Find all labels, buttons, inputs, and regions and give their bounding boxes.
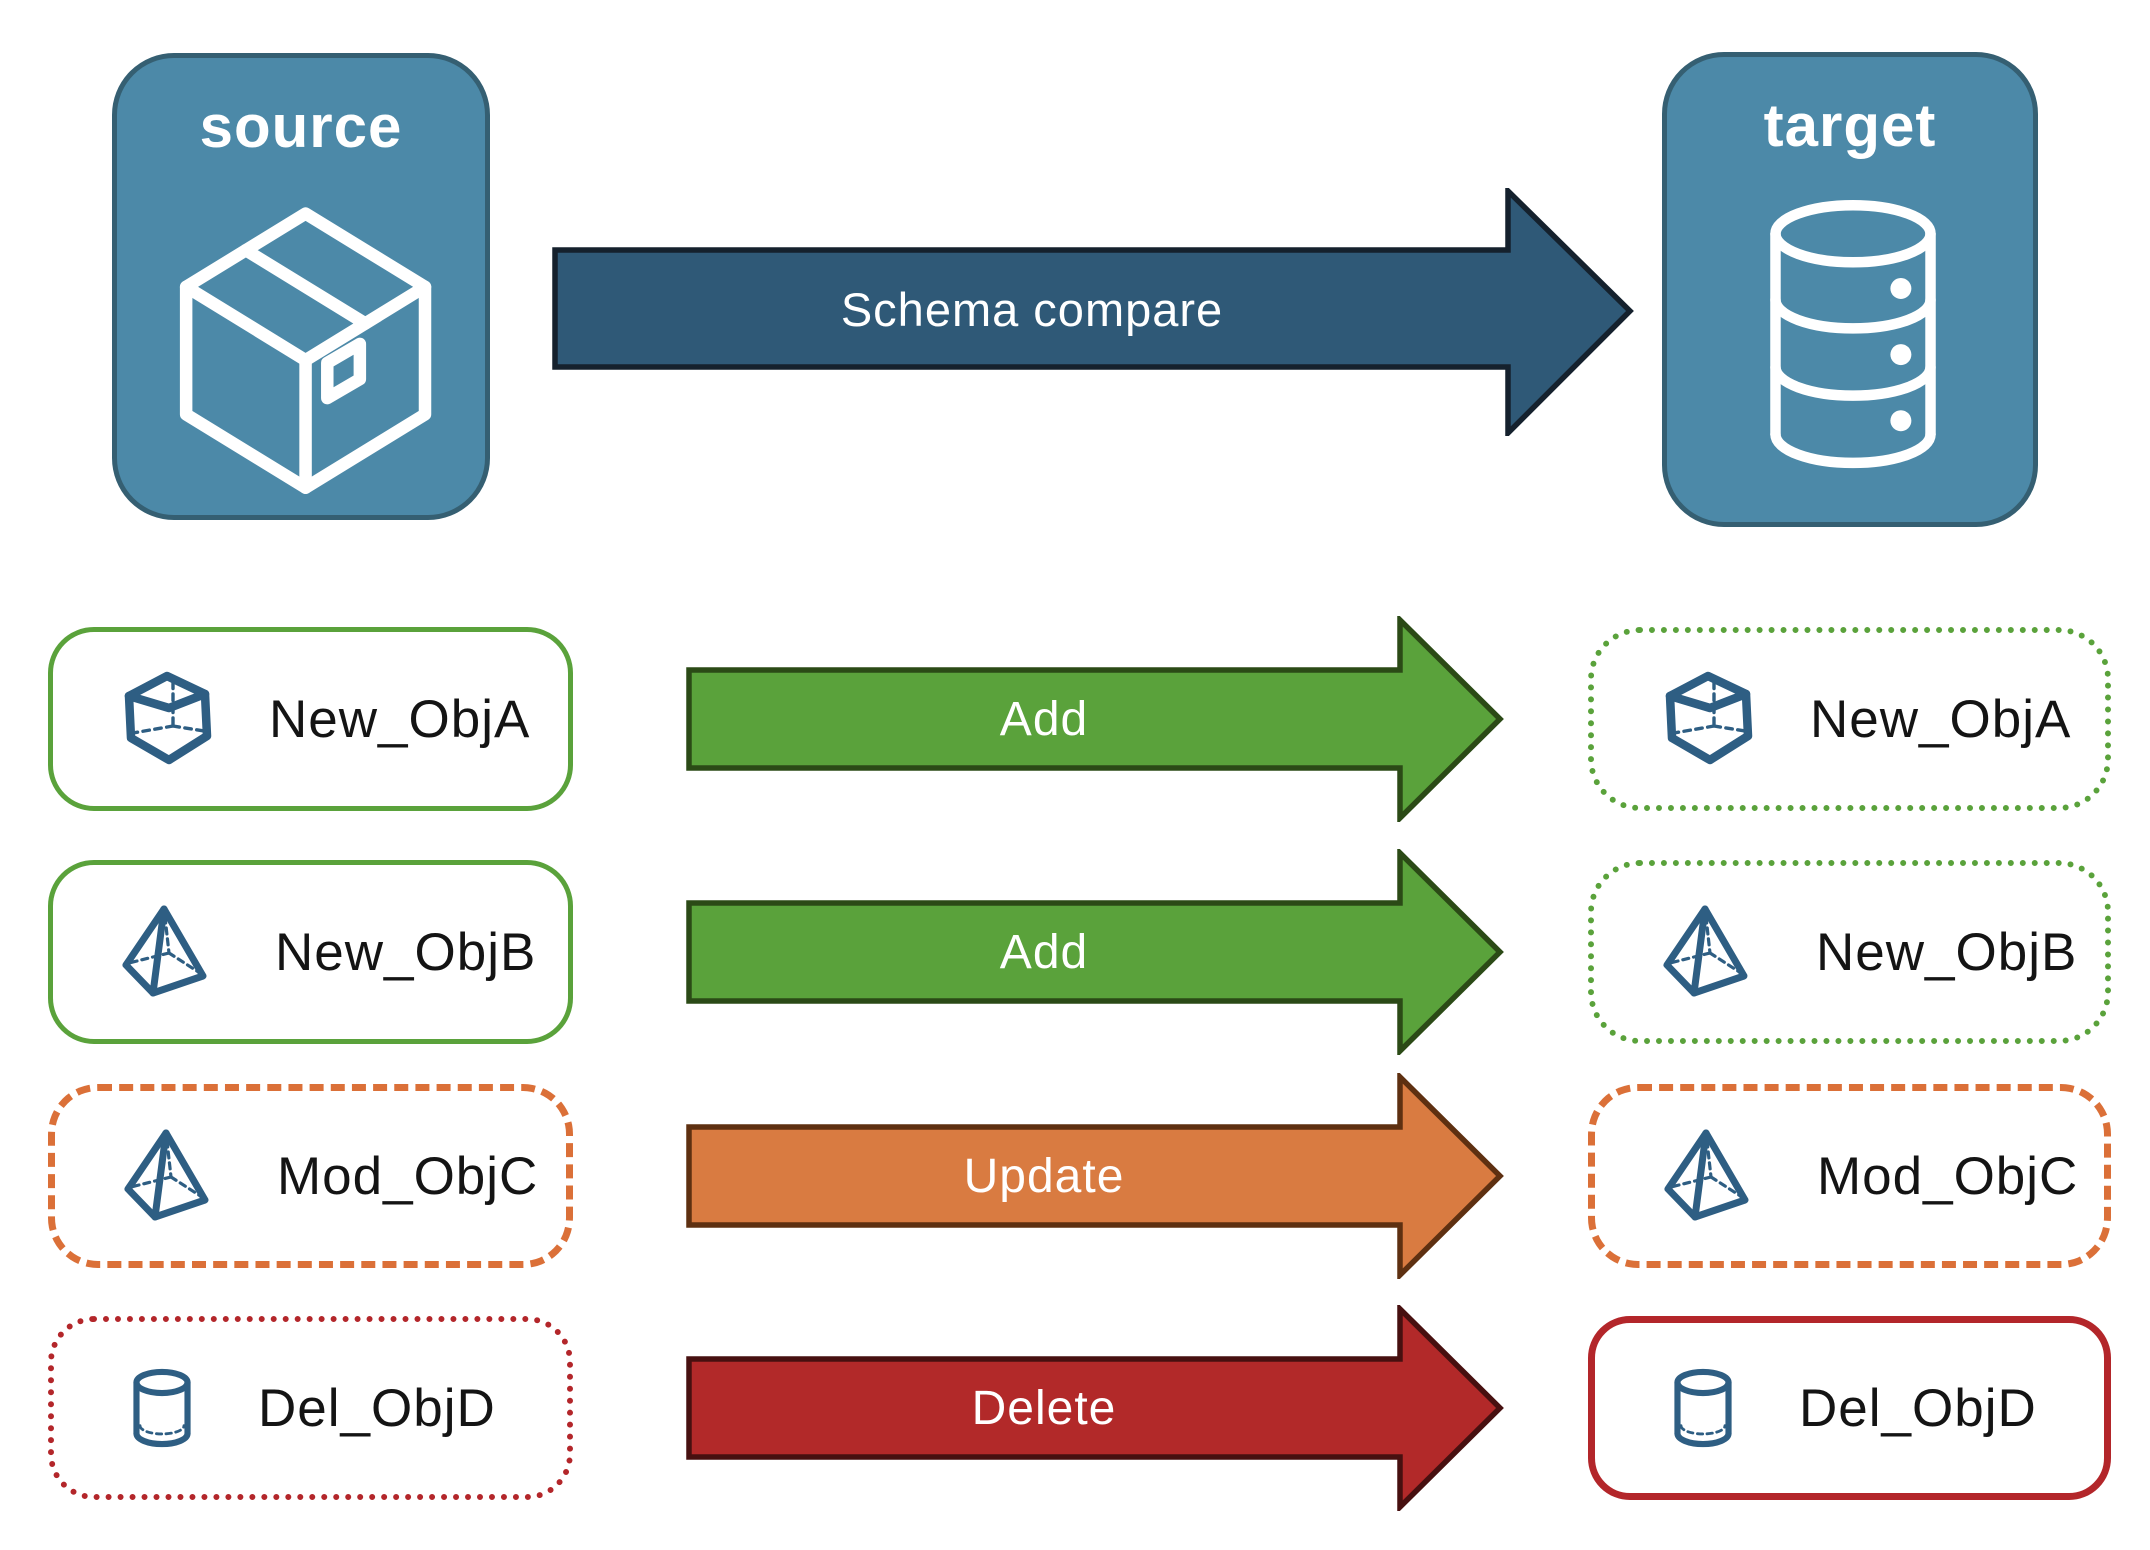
schema-compare-arrow: Schema compare — [552, 188, 1634, 436]
cylinder-icon — [133, 1368, 191, 1448]
target-node: target — [1662, 52, 2038, 527]
pyramid-icon — [122, 905, 207, 997]
object-label: Del_ObjD — [258, 1378, 496, 1438]
pyramid-icon — [124, 1129, 209, 1221]
source-object-new-obja: New_ObjA — [48, 627, 573, 811]
target-title: target — [1763, 92, 1937, 159]
delete-arrow: Delete — [686, 1305, 1504, 1511]
add-arrow-label: Add — [1000, 693, 1088, 746]
cube-icon — [124, 671, 212, 765]
source-title: source — [199, 93, 403, 160]
target-object-new-objb: New_ObjB — [1588, 860, 2111, 1044]
update-arrow: Update — [686, 1073, 1504, 1279]
pyramid-icon — [1664, 1129, 1749, 1221]
package-icon — [179, 207, 432, 494]
object-label: New_ObjB — [1816, 922, 2078, 982]
target-object-del-objd: Del_ObjD — [1588, 1316, 2111, 1500]
target-object-mod-objc: Mod_ObjC — [1588, 1084, 2111, 1268]
add-arrow: Add — [686, 616, 1504, 822]
cylinder-icon — [1674, 1368, 1732, 1448]
source-object-del-objd: Del_ObjD — [48, 1316, 573, 1500]
object-label: New_ObjA — [1810, 689, 2072, 749]
add-arrow: Add — [686, 849, 1504, 1055]
object-label: Mod_ObjC — [1817, 1146, 2079, 1206]
schema-compare-arrow-label: Schema compare — [841, 283, 1223, 336]
source-node: source — [112, 53, 490, 520]
object-label: New_ObjB — [275, 922, 537, 982]
source-object-mod-objc: Mod_ObjC — [48, 1084, 573, 1268]
cube-icon — [1665, 671, 1753, 765]
object-label: New_ObjA — [269, 689, 531, 749]
database-icon — [1770, 200, 1936, 469]
add-arrow-label: Add — [1000, 926, 1088, 979]
source-object-new-objb: New_ObjB — [48, 860, 573, 1044]
delete-arrow-label: Delete — [972, 1382, 1117, 1435]
object-label: Del_ObjD — [1799, 1378, 2037, 1438]
object-label: Mod_ObjC — [277, 1146, 539, 1206]
update-arrow-label: Update — [964, 1150, 1125, 1203]
target-object-new-obja: New_ObjA — [1588, 627, 2111, 811]
pyramid-icon — [1663, 905, 1748, 997]
